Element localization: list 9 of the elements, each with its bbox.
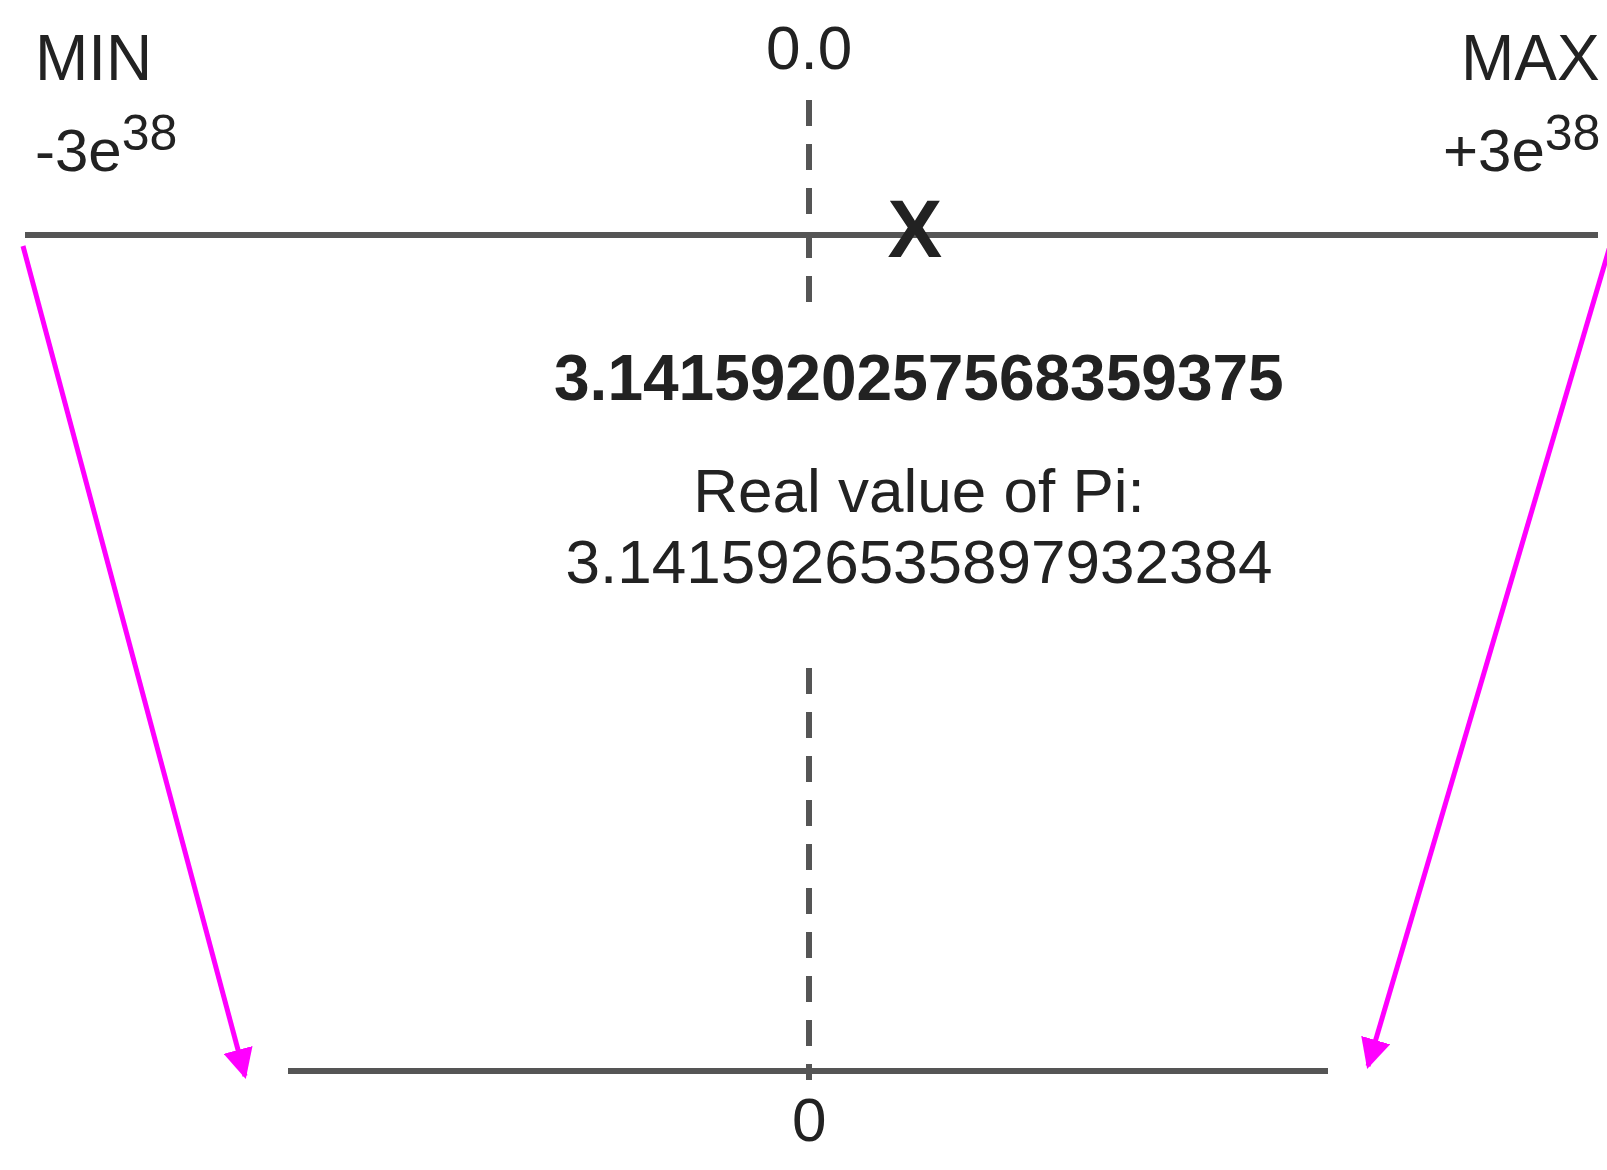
tick-label: 0.0 bbox=[766, 12, 853, 84]
value-text: 3.1415920257568359375 bbox=[554, 342, 1284, 416]
axis-value: -3e$^{38}$ bbox=[35, 105, 178, 185]
axis-label: MAX bbox=[1461, 22, 1600, 96]
tick-label: 0 bbox=[792, 1084, 827, 1156]
axis-label: MIN bbox=[35, 22, 153, 96]
arrow bbox=[20, 245, 253, 1079]
value-text: Real value of Pi: 3.1415926535897932384 bbox=[564, 455, 1274, 598]
axis-value: +3e$^{38}$ bbox=[1443, 105, 1601, 185]
